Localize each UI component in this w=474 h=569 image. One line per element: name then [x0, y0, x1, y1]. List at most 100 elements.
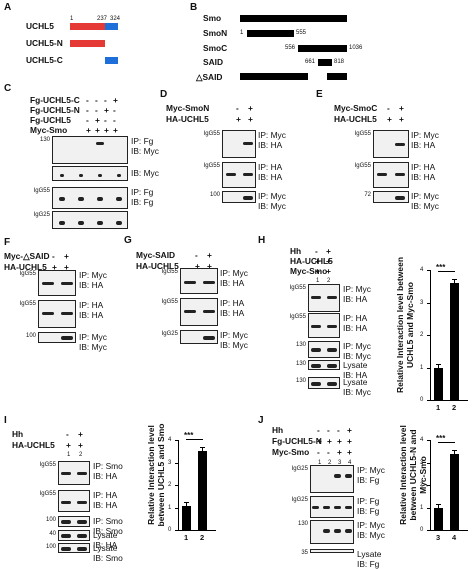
- smon-bar: [247, 30, 294, 37]
- said-start: 661: [305, 59, 316, 65]
- pos-1: 1: [70, 16, 74, 22]
- smoc-bar: [298, 45, 347, 52]
- blot-band: [77, 534, 87, 538]
- data-bar: [450, 453, 459, 530]
- error-cap: [184, 502, 189, 504]
- condition-sign: +: [315, 256, 320, 266]
- uchl5-c-domain: [105, 23, 118, 30]
- pos-237: 237: [97, 16, 108, 22]
- condition-sign: -: [317, 425, 320, 435]
- ip-label: IP: Fg: [357, 496, 380, 506]
- smon-start: 1: [240, 30, 244, 36]
- blot-band: [311, 348, 321, 352]
- condition-sign: +: [347, 447, 352, 457]
- blot-band: [377, 173, 387, 176]
- condition-sign: -: [236, 103, 239, 113]
- y-tick-label: 1: [420, 364, 424, 371]
- lane-number: 4: [348, 460, 352, 466]
- ip-label: IP: Myc: [357, 465, 385, 475]
- blot-image: [38, 300, 76, 328]
- mw-marker: 100: [25, 333, 36, 339]
- blot-band: [345, 529, 352, 533]
- blot-band: [61, 534, 71, 538]
- blot-image: [58, 543, 90, 553]
- ib-label: IB: HA: [411, 172, 436, 182]
- smoc-start: 556: [285, 45, 296, 51]
- x-axis: [430, 400, 468, 401]
- ib-label: IB: Myc: [258, 201, 286, 211]
- x-axis: [178, 530, 216, 531]
- data-bar: [182, 506, 191, 530]
- condition-label: Hh: [12, 429, 24, 439]
- blot-band: [327, 296, 337, 299]
- blot-band: [345, 474, 352, 478]
- y-tick: [427, 462, 430, 464]
- panel-b-letter: B: [190, 2, 198, 13]
- blot-band: [58, 197, 65, 201]
- ip-label: IP: Myc: [79, 332, 107, 342]
- y-tick: [427, 335, 430, 336]
- condition-sign: +: [207, 250, 212, 260]
- ib-label: IB: Myc: [131, 146, 159, 156]
- smoc-label: SmoC: [203, 43, 228, 53]
- blot-image: [222, 130, 256, 158]
- blot-image: [373, 162, 409, 188]
- condition-sign: +: [337, 436, 342, 446]
- blot-band: [242, 196, 253, 200]
- condition-sign: +: [236, 114, 241, 124]
- blot-band: [183, 310, 196, 313]
- blot-image: [180, 330, 218, 344]
- mw-marker: IgG55: [39, 462, 56, 468]
- blot-image: [308, 341, 340, 358]
- ip-label: IP: Myc: [220, 268, 248, 278]
- condition-label: Hh: [272, 425, 284, 435]
- y-tick: [427, 367, 430, 369]
- blot-band: [61, 520, 71, 524]
- mw-marker: IgG55: [161, 299, 178, 305]
- blot-band: [311, 296, 321, 299]
- mw-marker: IgG55: [19, 301, 36, 307]
- condition-sign: +: [326, 246, 331, 256]
- blot-band: [395, 196, 405, 200]
- condition-sign: +: [337, 447, 342, 457]
- y-tick: [427, 400, 430, 401]
- condition-sign: +: [248, 103, 253, 113]
- lane-number: 2: [327, 278, 331, 284]
- mw-marker: IgG55: [33, 188, 50, 194]
- condition-sign: +: [86, 125, 91, 135]
- ib-label: IB: Smo: [93, 553, 123, 563]
- mw-marker: IgG55: [289, 285, 306, 291]
- ip-label: IP: Myc: [343, 284, 371, 294]
- condition-label: HA-UCHL5: [4, 262, 47, 272]
- ip-label: Lysate: [357, 549, 382, 559]
- condition-sign: -: [86, 95, 89, 105]
- condition-sign: -: [86, 105, 89, 115]
- blot-band: [78, 174, 83, 177]
- blot-band: [58, 221, 65, 225]
- ib-label: IB: Myc: [343, 387, 371, 397]
- blot-band: [311, 382, 321, 386]
- blot-band: [327, 348, 337, 352]
- mw-marker: 35: [301, 550, 308, 556]
- y-tick-label: 0: [168, 527, 172, 533]
- y-tick: [427, 302, 430, 304]
- category-label: 4: [452, 533, 457, 542]
- blot-image: [52, 136, 128, 164]
- blot-image: [52, 211, 128, 229]
- y-tick-label: 1: [168, 504, 172, 511]
- mw-marker: 100: [45, 517, 56, 523]
- blot-image: [310, 465, 354, 493]
- significance-bracket: [186, 439, 203, 441]
- condition-label: Hh: [290, 246, 302, 256]
- y-tick: [175, 462, 178, 464]
- blot-image: [58, 461, 90, 485]
- condition-label: Myc-SmoC: [334, 103, 378, 113]
- blot-band: [312, 506, 319, 509]
- y-axis-label: Relative Interaction level between UCHL5…: [146, 423, 166, 527]
- blot-image: [310, 549, 354, 553]
- ib-label: IB: HA: [79, 280, 104, 290]
- uchl5-label: UCHL5: [26, 21, 54, 31]
- condition-sign: -: [95, 95, 98, 105]
- blot-band: [242, 173, 253, 176]
- x-axis: [430, 530, 468, 531]
